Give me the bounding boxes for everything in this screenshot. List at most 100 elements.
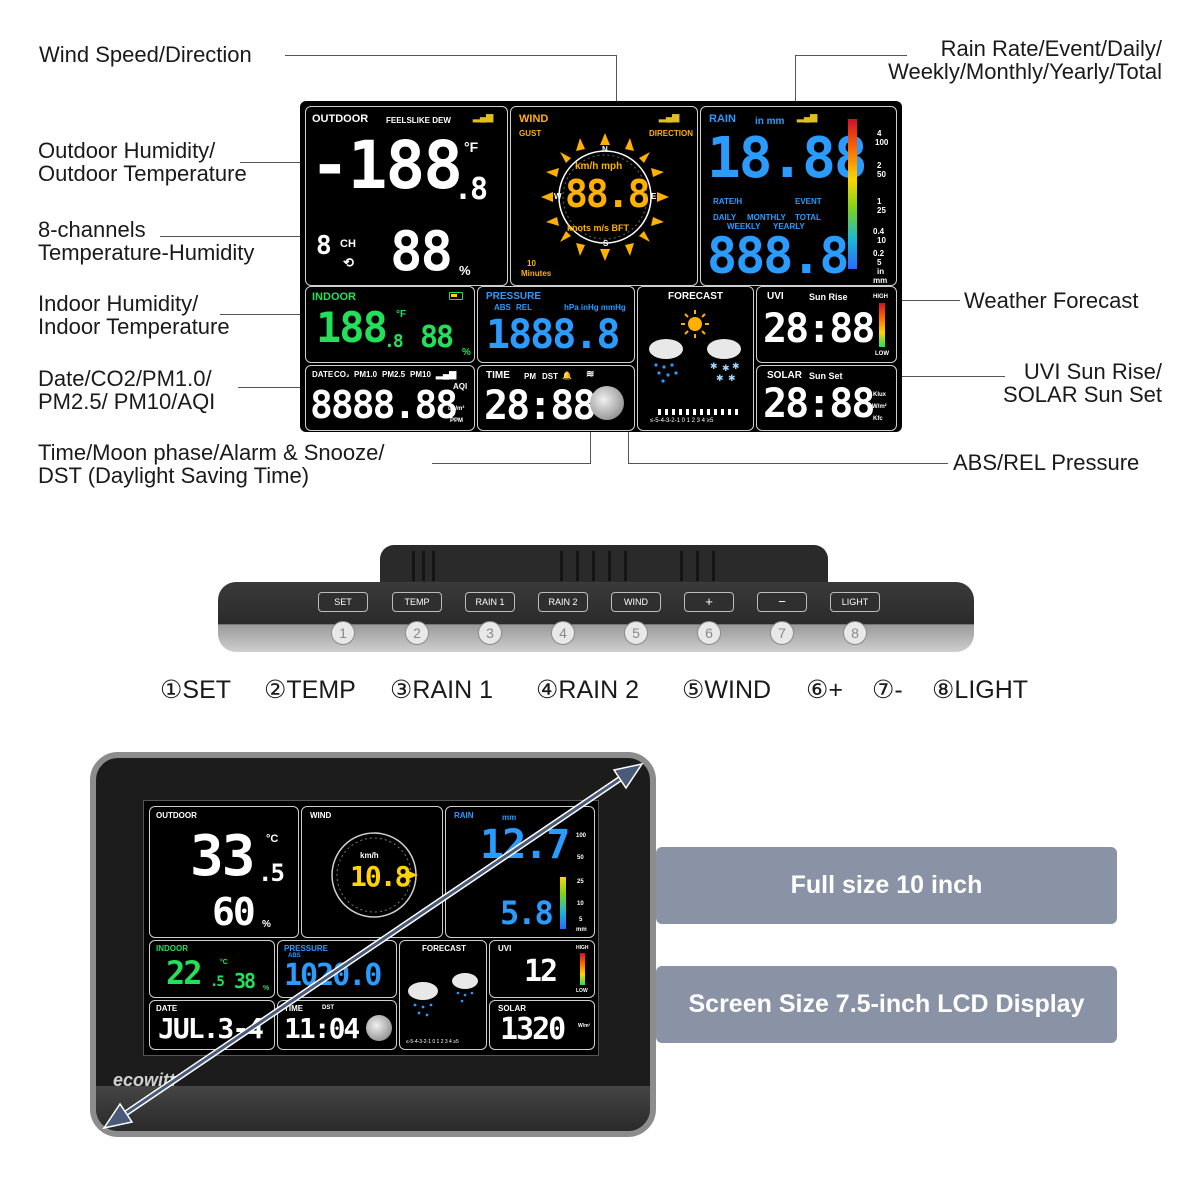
rain-scale-label: 0.2 — [873, 249, 885, 258]
button-number: 7 — [770, 621, 794, 645]
annotation-channels: 8-channels Temperature-Humidity — [38, 218, 254, 264]
minus-button[interactable]: − — [757, 592, 807, 612]
leader-line — [432, 463, 590, 464]
rain-scale-label: 25 — [877, 206, 886, 215]
rain-scale-label: mm — [873, 276, 888, 285]
alarm-icon: 🔔 — [562, 371, 572, 380]
device-indoor-dec: .5 — [210, 974, 225, 990]
wind-speed: 88.8 — [565, 172, 651, 216]
compass-rose-icon — [541, 133, 669, 261]
device-uvi-color-bar — [580, 953, 585, 985]
device-wind-label: WIND — [310, 811, 332, 820]
button-number: 2 — [405, 621, 429, 645]
indoor-label: INDOOR — [312, 291, 356, 303]
rain-color-bar — [848, 119, 857, 269]
rain-value-1: 18.88 — [707, 126, 868, 191]
leader-line — [220, 314, 315, 315]
device-outdoor-hum-unit: % — [262, 919, 271, 930]
device-rain-scale: 25 — [577, 879, 584, 885]
annotation-time-line2: DST (Daylight Saving Time) — [38, 463, 310, 488]
time-label: TIME — [486, 370, 510, 381]
set-button[interactable]: SET — [318, 592, 368, 612]
dst-label: DST — [542, 372, 558, 381]
leader-line — [616, 55, 617, 135]
annotation-wind: Wind Speed/Direction — [39, 42, 252, 67]
indoor-panel: INDOOR 188 .8 °F 88 % — [305, 286, 475, 363]
device-rain-scale: mm — [576, 927, 587, 933]
annotation-indoor-line1: Indoor Humidity/ — [38, 291, 199, 316]
forecast-panel: FORECAST ✱✱✱✱✱ ≤-5-4-3-2-1 0 1 2 3 4 ≥5 — [637, 286, 754, 431]
ppm-label: PPM — [450, 418, 464, 424]
rain-unit: in mm — [755, 116, 785, 127]
outdoor-hum: 88 — [390, 220, 453, 283]
device-forecast-panel: FORECAST ≤-5-4-3-2-1 0 1 2 3 4 ≥5 — [399, 940, 487, 1050]
wind-button[interactable]: WIND — [611, 592, 661, 612]
rain2-button[interactable]: RAIN 2 — [538, 592, 588, 612]
wind-minutes-label: Minutes — [521, 269, 552, 278]
device-wind-value: 10.8 — [350, 860, 411, 893]
annotation-time: Time/Moon phase/Alarm & Snooze/ DST (Day… — [38, 441, 384, 487]
annotation-time-line1: Time/Moon phase/Alarm & Snooze/ — [38, 440, 385, 465]
pm-label: PM — [524, 372, 536, 381]
light-button[interactable]: LIGHT — [830, 592, 880, 612]
legend-item: ②TEMP — [264, 676, 356, 704]
uvi-value: 28:88 — [763, 306, 875, 352]
device-rain-scale: 50 — [577, 855, 584, 861]
pm10-label: PM10 — [410, 370, 431, 379]
pm25-label: PM2.5 — [382, 370, 406, 379]
leader-line — [590, 420, 591, 464]
device-rain-scale: 100 — [576, 833, 587, 839]
annotation-date-line1: Date/CO2/PM1.0/ — [38, 366, 212, 391]
compass-s: S — [603, 239, 609, 248]
forecast-scale: ≤-5-4-3-2-1 0 1 2 3 4 ≥5 — [650, 418, 714, 424]
device-rain-label: RAIN — [454, 811, 474, 820]
device-outdoor-temp: 33 — [190, 824, 255, 889]
device-indoor-hum-unit: % — [263, 985, 270, 992]
rain-total-label: TOTAL — [795, 213, 821, 222]
device-indoor-panel: INDOOR 22 .5 °C 38 % — [149, 940, 275, 998]
plus-button[interactable]: + — [684, 592, 734, 612]
rain-scale-label: 4 — [877, 129, 882, 138]
rain-scale-label: 1 — [877, 197, 882, 206]
outdoor-sub-label: FEELSLIKE DEW — [386, 116, 451, 125]
device-time-value: 11:04 — [284, 1012, 360, 1045]
svg-text:✱: ✱ — [716, 374, 724, 384]
rain-monthly-label: MONTHLY — [747, 213, 786, 222]
outdoor-hum-unit: % — [459, 263, 471, 278]
device-indoor-temp: 22 — [166, 954, 203, 992]
rain1-button[interactable]: RAIN 1 — [465, 592, 515, 612]
wind-panel: WIND GUST DIRECTION ▂▄▆ N S W E km/h mph… — [510, 106, 698, 286]
device-wind-panel: WIND km/h 10.8 — [301, 806, 443, 938]
leader-line — [240, 162, 355, 163]
date-panel: DATE CO₂ PM1.0 PM2.5 PM10 ▂▄▆ AQI 8888.8… — [305, 365, 475, 431]
outdoor-label: OUTDOOR — [312, 113, 369, 125]
rain-scale-label: 5 — [877, 258, 882, 267]
outdoor-unit: °F — [464, 139, 479, 155]
button-number: 6 — [697, 621, 721, 645]
device-compass-icon — [331, 832, 418, 918]
temp-button[interactable]: TEMP — [392, 592, 442, 612]
wind-minutes: 10 — [527, 259, 536, 268]
leader-line — [795, 55, 907, 56]
leader-line — [795, 55, 796, 133]
sunrise-label: Sun Rise — [809, 292, 848, 302]
legend-item: ⑦- — [872, 676, 903, 704]
device-rain-value-2: 5.8 — [500, 894, 554, 932]
rain-scale-label: in — [877, 267, 885, 276]
co2-label: CO₂ — [334, 370, 350, 379]
screen-size-label: Screen Size 7.5-inch LCD Display — [656, 966, 1117, 1043]
brand-logo: ecowitt — [113, 1070, 176, 1090]
indoor-hum-unit: % — [462, 347, 471, 358]
pressure-panel: PRESSURE ABS REL hPa inHg mmHg 1888.8 — [477, 286, 635, 363]
device-chin — [96, 1086, 650, 1131]
device-rain-cloud-icon — [452, 973, 478, 1003]
leader-line — [628, 463, 948, 464]
date-value: 8888.88 — [310, 383, 458, 427]
device-time-panel: TIME DST 11:04 — [277, 1000, 397, 1050]
leader-line — [160, 236, 320, 237]
legend-item: ①SET — [160, 676, 232, 704]
device-uvi-value: 12 — [524, 954, 558, 989]
indoor-unit: °F — [396, 309, 407, 320]
solar-unit-kfc: Kfc — [873, 416, 883, 422]
device-pressure-label: PRESSURE — [284, 944, 329, 953]
